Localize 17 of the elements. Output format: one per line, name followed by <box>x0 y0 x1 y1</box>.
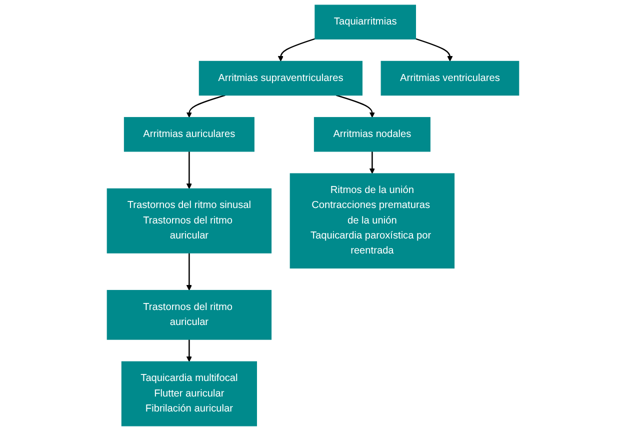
node-box: Arritmias supraventriculares <box>198 60 362 96</box>
node-box: Trastornos del ritmo sinusal Trastornos del ritmo auricular <box>106 188 272 254</box>
arrow <box>186 253 192 291</box>
node-box: Taquiarritmias <box>314 4 416 40</box>
node-box: Trastornos del ritmo auricular <box>106 290 272 340</box>
node-box: Taquicardia multifocal Flutter auricular Fibrilación auricular <box>121 361 257 426</box>
arrow <box>186 151 192 189</box>
arrow <box>186 94 226 118</box>
arrow <box>416 38 453 62</box>
node-box: Ritmos de la unión Contracciones prematuras de la unión Taquicardia paroxística por reentrada <box>290 173 455 268</box>
arrow <box>278 38 316 62</box>
arrow <box>186 340 192 362</box>
arrow <box>369 151 375 174</box>
node-box: Arritmias ventriculares <box>380 60 520 96</box>
node-box: Arritmias nodales <box>314 117 430 152</box>
arrow <box>336 94 375 118</box>
node-box: Arritmias auriculares <box>124 117 254 152</box>
